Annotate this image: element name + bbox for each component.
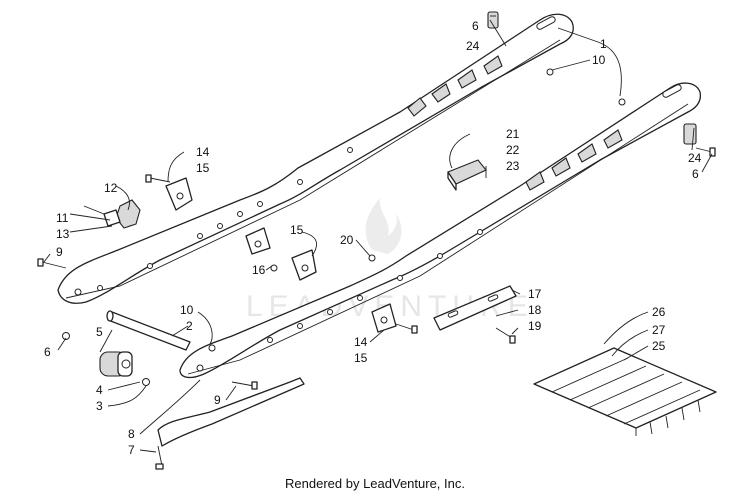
mounting-bracket-middle-left xyxy=(245,227,271,255)
watermark-flame-icon xyxy=(365,198,402,254)
callout-leaders xyxy=(43,19,713,453)
upper-slide-rail xyxy=(57,13,574,304)
front-bumper-assembly xyxy=(83,199,141,229)
callout-14-bottom: 14 xyxy=(354,335,368,349)
callout-26: 26 xyxy=(652,305,666,319)
track-clip-section xyxy=(533,347,717,436)
callout-1: 1 xyxy=(600,37,607,51)
callout-13: 13 xyxy=(56,227,70,241)
callout-10-bottom: 10 xyxy=(180,303,194,317)
mount-bar xyxy=(433,285,517,331)
callout-6-top: 6 xyxy=(472,19,479,33)
callout-6-left: 6 xyxy=(44,345,51,359)
callout-5: 5 xyxy=(96,325,103,339)
callout-24-right: 24 xyxy=(688,151,702,165)
callout-16: 16 xyxy=(252,263,266,277)
callout-4: 4 xyxy=(96,383,103,397)
callout-22: 22 xyxy=(506,143,520,157)
bumper-block xyxy=(447,159,487,191)
callout-25: 25 xyxy=(652,339,666,353)
callout-3: 3 xyxy=(96,399,103,413)
callout-21: 21 xyxy=(506,127,520,141)
mounting-bracket-upper xyxy=(165,177,193,211)
callout-27: 27 xyxy=(652,323,666,337)
callout-20: 20 xyxy=(340,233,354,247)
callout-23: 23 xyxy=(506,159,520,173)
callout-labels: 6 24 1 10 21 22 23 24 6 14 15 12 11 13 9… xyxy=(44,19,702,457)
callout-19: 19 xyxy=(528,319,542,333)
nuts-and-washers xyxy=(62,68,626,386)
callout-15-top: 15 xyxy=(196,161,210,175)
callout-9-top: 9 xyxy=(56,245,63,259)
callout-12: 12 xyxy=(104,181,118,195)
callout-15-middle: 15 xyxy=(290,223,304,237)
mounting-bracket-middle-right xyxy=(291,249,317,281)
callout-8: 8 xyxy=(128,427,135,441)
hyfax-wear-strip xyxy=(157,377,305,447)
callout-18: 18 xyxy=(528,303,542,317)
footer-credit: Rendered by LeadVenture, Inc. xyxy=(285,476,465,491)
callout-9-bottom: 9 xyxy=(214,393,221,407)
callout-14-top: 14 xyxy=(196,145,210,159)
callout-7: 7 xyxy=(128,443,135,457)
rear-bracket-top xyxy=(487,11,499,29)
mounting-bracket-lower xyxy=(371,303,397,333)
idler-wheel xyxy=(99,351,133,377)
callout-24-top: 24 xyxy=(466,39,480,53)
callout-15-bottom: 15 xyxy=(354,351,368,365)
lower-slide-rail xyxy=(179,82,702,379)
callout-17: 17 xyxy=(528,287,542,301)
axle-shaft xyxy=(106,310,191,351)
callout-2: 2 xyxy=(186,319,193,333)
callout-6-right: 6 xyxy=(692,167,699,181)
callout-10-top: 10 xyxy=(592,53,606,67)
callout-11: 11 xyxy=(56,211,69,225)
bolts xyxy=(37,174,516,470)
